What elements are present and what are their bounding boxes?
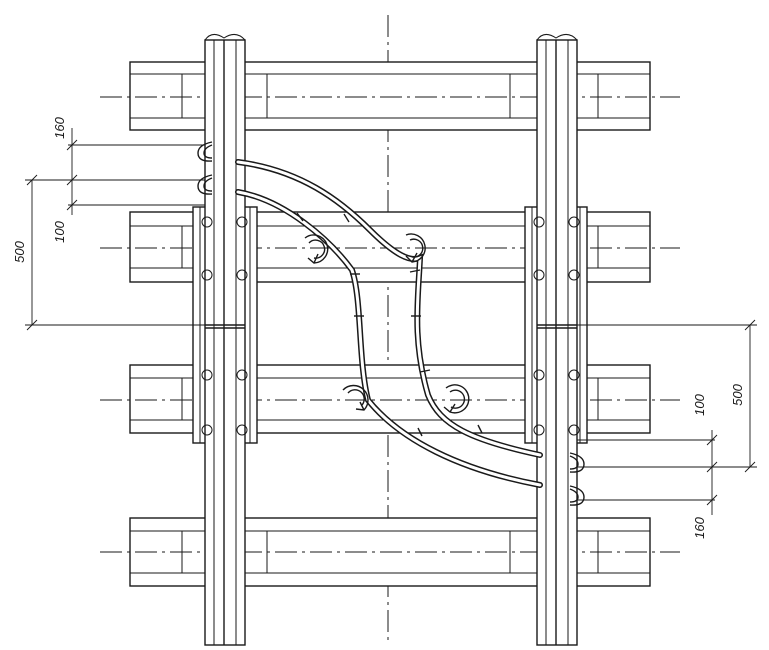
rail-left	[204, 34, 246, 646]
rail-clip-icon	[569, 452, 585, 506]
left-dimension-lines	[25, 128, 205, 331]
bond-loop-icon	[443, 384, 470, 414]
dimension-label-100-left: 100	[52, 220, 67, 242]
sleeper-4	[100, 517, 680, 587]
cable-sleeves	[296, 212, 483, 437]
dimension-label-160-right: 160	[692, 516, 707, 538]
bond-loop-icon	[405, 233, 426, 263]
sleeper-1	[100, 61, 680, 131]
rail-clip-icon	[197, 141, 213, 195]
dimension-label-500-left: 500	[12, 240, 27, 262]
bond-loop-icon	[304, 234, 329, 264]
dimension-label-160-left: 160	[52, 116, 67, 138]
bond-loop-icon	[342, 384, 369, 411]
dimension-label-500-right: 500	[730, 383, 745, 405]
dimension-label-100-right: 100	[692, 393, 707, 415]
joint-bolts-right	[533, 216, 580, 436]
bond-cables	[235, 159, 543, 488]
rail-right	[536, 34, 578, 646]
right-dimension-lines	[577, 319, 757, 515]
joint-bolts-left	[201, 216, 248, 436]
